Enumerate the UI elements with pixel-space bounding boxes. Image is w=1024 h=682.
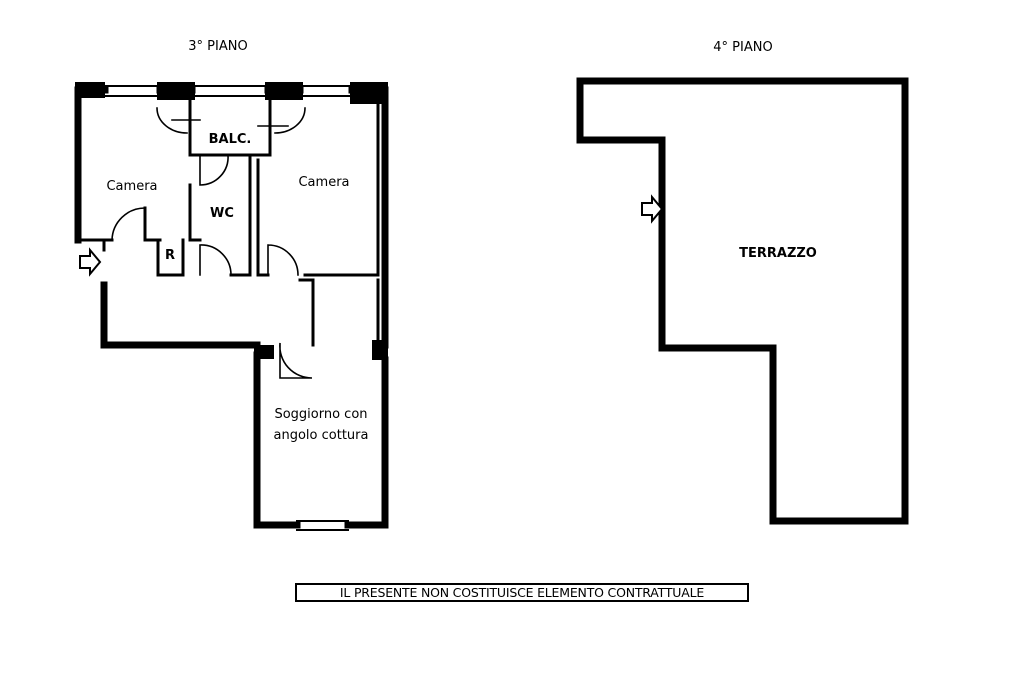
room-label-living-line2: angolo cottura: [274, 428, 369, 443]
entrance-arrow-icon-4: [641, 194, 664, 224]
windows: [104, 85, 353, 531]
entrance-arrow-icon: [79, 247, 102, 277]
floor-4-plan: [576, 77, 909, 525]
room-label-camera-right: Camera: [298, 175, 349, 190]
room-label-living-line1: Soggiorno con: [274, 407, 367, 422]
floor-3-plan: [74, 82, 389, 531]
room-label-balcony: BALC.: [209, 132, 252, 147]
room-label-camera-left: Camera: [106, 179, 157, 194]
room-label-terrace: TERRAZZO: [739, 246, 817, 261]
room-label-wc: WC: [210, 206, 234, 221]
terrace-outline: [576, 77, 909, 525]
disclaimer-box: IL PRESENTE NON COSTITUISCE ELEMENTO CON…: [295, 583, 749, 602]
door-swings: [111, 107, 313, 379]
floor-4-title: 4° PIANO: [713, 40, 772, 55]
interior-walls: [76, 98, 380, 347]
floor-3-title: 3° PIANO: [188, 39, 247, 54]
wall-blocks: [75, 82, 388, 360]
room-label-r: R: [165, 248, 175, 263]
